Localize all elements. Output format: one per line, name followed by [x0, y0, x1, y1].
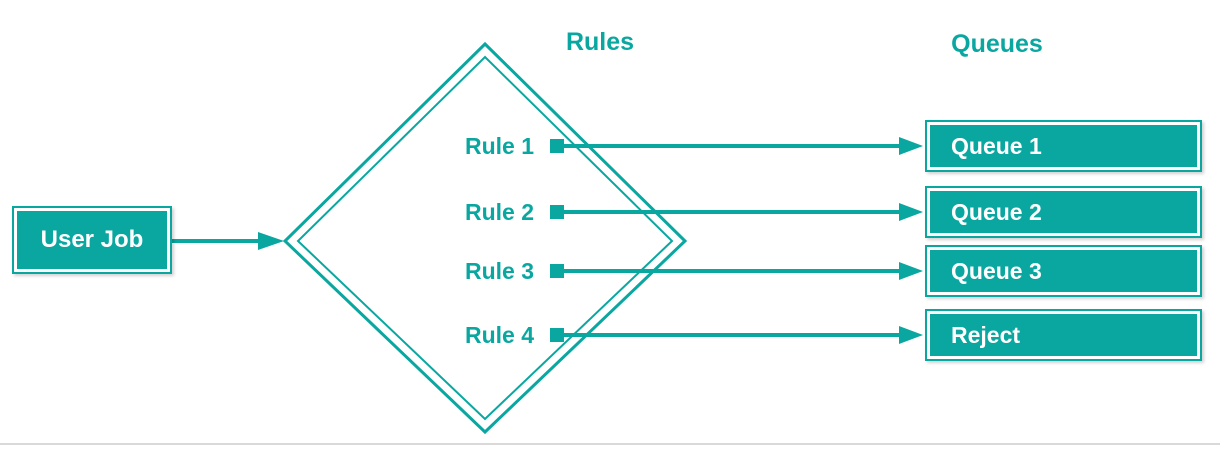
rule-1-marker-icon: [550, 139, 564, 153]
rule-1-arrowhead-icon: [899, 137, 923, 155]
queues-column-header: Queues: [951, 30, 1043, 58]
queue-1-node: Queue 1: [925, 120, 1202, 172]
rule-3-arrowhead-icon: [899, 262, 923, 280]
rule-4-arrowhead-icon: [899, 326, 923, 344]
rule-2-arrowhead-icon: [899, 203, 923, 221]
bottom-divider: [0, 443, 1220, 445]
reject-label: Reject: [951, 321, 1021, 348]
queue-1-label: Queue 1: [951, 132, 1042, 159]
user-job-node: User Job: [12, 206, 172, 274]
rule-2-marker-icon: [550, 205, 564, 219]
rule-3-marker-icon: [550, 264, 564, 278]
user-job-label: User Job: [40, 226, 144, 253]
queue-2-node: Queue 2: [925, 186, 1202, 238]
queue-3-node: Queue 3: [925, 245, 1202, 297]
rule-3-label: Rule 3: [464, 258, 534, 284]
user-job-arrowhead-icon: [258, 232, 284, 250]
reject-node: Reject: [925, 309, 1202, 361]
rules-diamond-outline: [282, 41, 688, 435]
rule-4-label: Rule 4: [464, 322, 534, 348]
queue-3-label: Queue 3: [951, 257, 1042, 284]
queue-2-label: Queue 2: [951, 198, 1042, 225]
rule-4-marker-icon: [550, 328, 564, 342]
rules-column-header: Rules: [565, 28, 635, 56]
rule-2-label: Rule 2: [464, 199, 534, 225]
rules-diamond-inner-outline: [296, 55, 674, 421]
rule-1-label: Rule 1: [464, 133, 534, 159]
